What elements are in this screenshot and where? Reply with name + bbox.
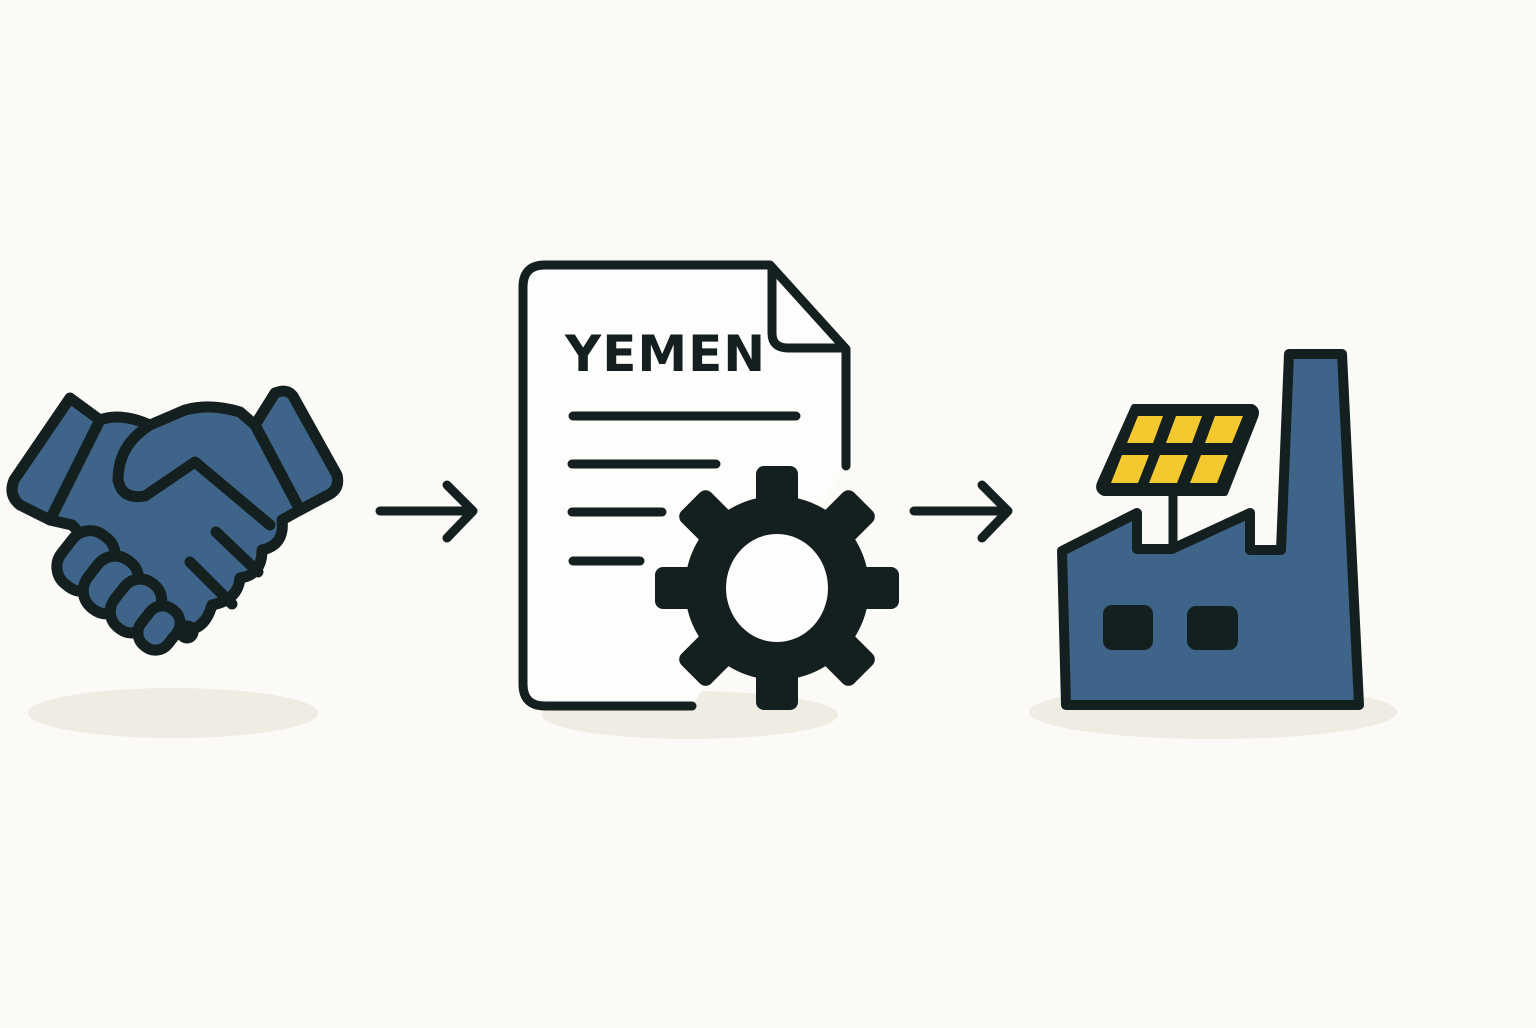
- arrow-right-icon: [375, 480, 478, 543]
- handshake-step: [6, 385, 344, 738]
- solar-factory-icon: [1057, 349, 1364, 710]
- document-icon: [518, 260, 851, 711]
- handshake-shadow: [28, 688, 318, 738]
- gear-icon: [655, 466, 899, 710]
- factory-step: [1029, 349, 1397, 739]
- document-step: YEMEN: [518, 260, 899, 739]
- arrow-right-icon: [909, 480, 1013, 543]
- handshake-icon: [6, 385, 344, 656]
- factory-window: [1103, 605, 1153, 650]
- document-title: YEMEN: [564, 325, 766, 383]
- solar-panel-icon: [1096, 404, 1259, 496]
- factory-window: [1187, 606, 1238, 650]
